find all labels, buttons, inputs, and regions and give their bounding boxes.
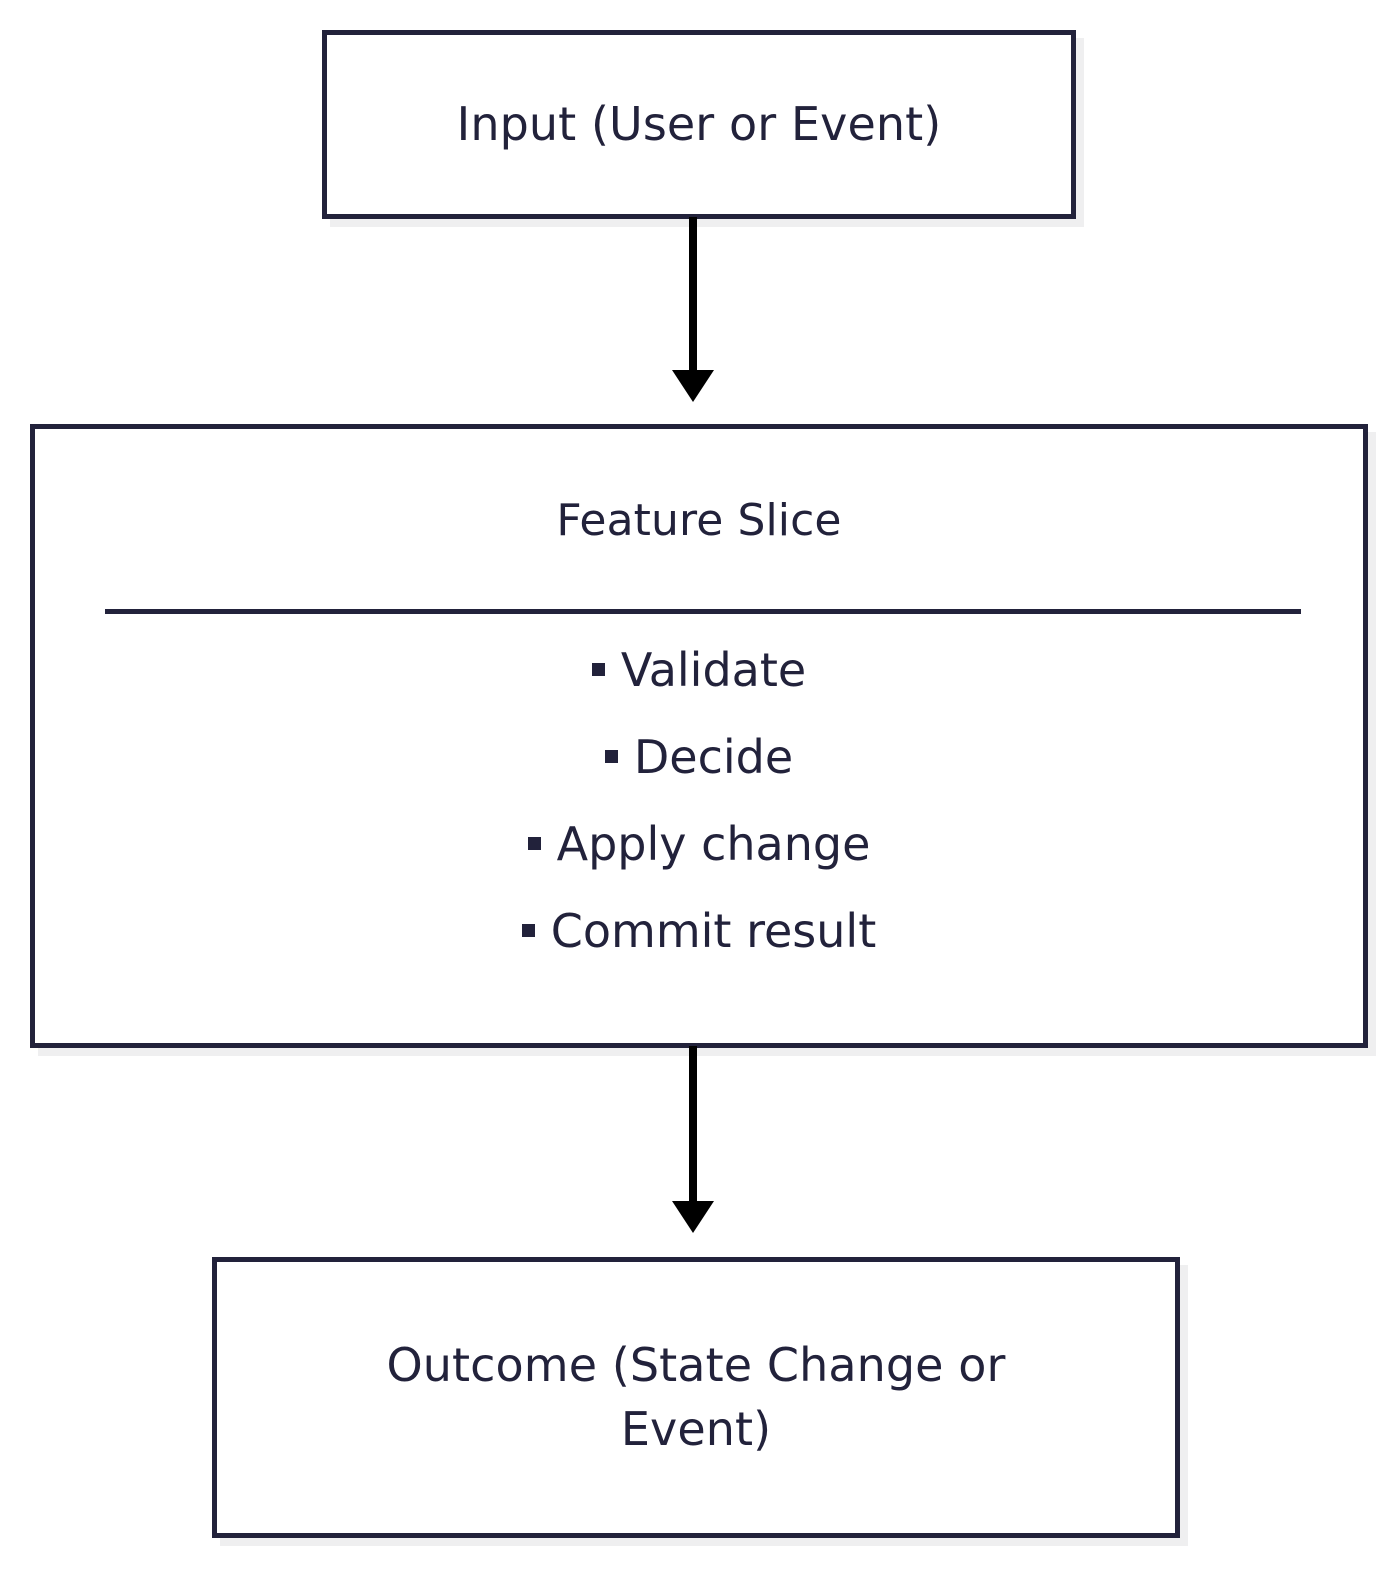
arrow-head (672, 370, 714, 402)
square-bullet-icon (527, 837, 541, 850)
square-bullet-icon (604, 750, 618, 763)
list-item[interactable]: Decide (35, 734, 1363, 780)
node-outcome-label: Outcome (State Change or Event) (386, 1338, 1006, 1456)
node-feature-slice-label: Feature Slice (556, 495, 842, 546)
step-label: Commit result (550, 904, 877, 958)
down-arrow-icon-input-to-slice (672, 217, 714, 402)
step-label: Validate (620, 643, 807, 697)
down-arrow-icon-slice-to-outcome (672, 1046, 714, 1234)
feature-slice-divider (105, 609, 1301, 614)
arrow-stem (689, 217, 697, 372)
feature-slice-step-list: Validate Decide Apply change Commit resu… (35, 647, 1363, 954)
node-outcome[interactable]: Outcome (State Change or Event) (212, 1257, 1180, 1538)
node-feature-slice[interactable]: Feature Slice Validate Decide Apply chan… (30, 424, 1368, 1048)
arrow-stem (689, 1046, 697, 1203)
square-bullet-icon (591, 663, 605, 676)
arrow-head (672, 1201, 714, 1233)
square-bullet-icon (521, 924, 535, 937)
node-input-label: Input (User or Event) (456, 96, 942, 151)
step-label: Decide (633, 730, 794, 784)
list-item[interactable]: Validate (35, 647, 1363, 693)
node-input[interactable]: Input (User or Event) (322, 30, 1076, 219)
list-item[interactable]: Apply change (35, 821, 1363, 867)
list-item[interactable]: Commit result (35, 908, 1363, 954)
step-label: Apply change (556, 817, 871, 871)
